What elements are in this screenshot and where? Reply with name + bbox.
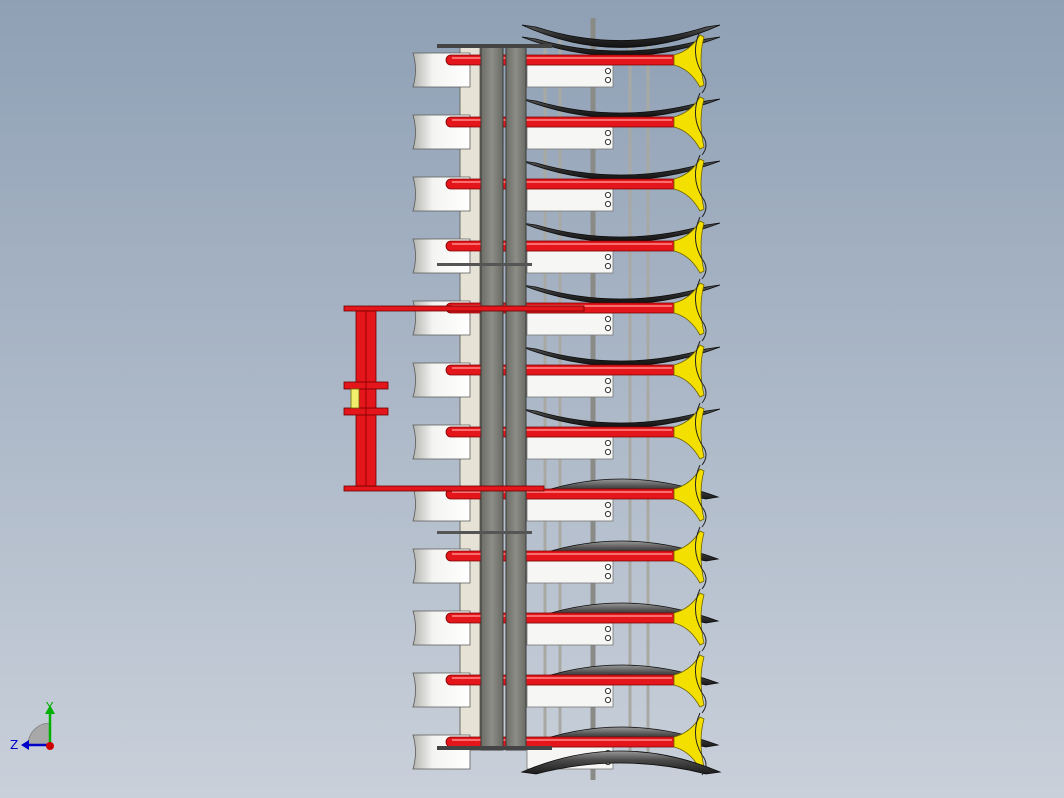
disc-blade: [521, 36, 721, 57]
disc-edge: [695, 30, 707, 94]
spring-tine: [673, 468, 705, 522]
bolt: [604, 563, 612, 571]
mid-bar-lower: [437, 531, 532, 534]
bolt: [604, 191, 612, 199]
disc-gang: [412, 464, 720, 528]
disc-gang: [412, 30, 721, 94]
disc-harrow-model[interactable]: [343, 18, 722, 780]
disc-edge: [695, 340, 707, 404]
arm-bracket: [526, 64, 614, 88]
disc-edge: [695, 650, 707, 714]
spring-tine: [673, 34, 705, 88]
disc-edge: [695, 402, 707, 466]
spring-tine: [673, 530, 705, 584]
arm-bracket: [526, 250, 614, 274]
disc-gangs: [412, 24, 722, 776]
disc-gang: [412, 216, 721, 280]
bolt: [604, 448, 612, 456]
disc-edge: [695, 154, 707, 218]
spring-tine: [673, 220, 705, 274]
disc-gang: [412, 526, 720, 590]
spring-tine: [673, 592, 705, 646]
disc-edge: [695, 464, 707, 528]
bolt: [604, 253, 612, 261]
y-axis-label: Y: [45, 700, 54, 714]
disc-blade: [521, 222, 721, 243]
top-bar: [437, 44, 552, 48]
disc-gang: [412, 340, 721, 404]
arm-bracket: [526, 436, 614, 460]
bolt: [604, 129, 612, 137]
disc-blade-top: [521, 24, 721, 48]
disc-blade: [521, 98, 721, 119]
disc-edge: [695, 526, 707, 590]
arm-bracket: [526, 622, 614, 646]
arm-bracket: [526, 312, 614, 336]
bolt: [604, 315, 612, 323]
disc-gang: [412, 650, 720, 714]
bottom-bar: [437, 746, 552, 750]
spring-tine: [673, 344, 705, 398]
bolt: [604, 625, 612, 633]
frame-tube-right: [505, 44, 527, 751]
spring-tine: [673, 158, 705, 212]
disc-blade: [521, 284, 721, 305]
x-axis-dot: [46, 742, 54, 750]
disc-blade: [521, 346, 721, 367]
bolt: [604, 634, 612, 642]
disc-gang: [412, 712, 720, 776]
spring-tine: [673, 716, 705, 770]
bolt: [604, 324, 612, 332]
disc-blade-bottom: [520, 750, 722, 775]
spring-tine: [673, 96, 705, 150]
bolt: [604, 687, 612, 695]
disc-edge: [695, 278, 707, 342]
spring-tine: [673, 406, 705, 460]
bolt: [604, 138, 612, 146]
frame-tube-left: [480, 44, 504, 751]
bolt: [604, 696, 612, 704]
coordinate-triad: Y Z: [10, 700, 55, 752]
bolt: [604, 572, 612, 580]
bolt: [604, 377, 612, 385]
bolt: [604, 386, 612, 394]
arm-bracket: [526, 560, 614, 584]
spring-tine: [673, 282, 705, 336]
z-axis-label: Z: [10, 738, 18, 752]
disc-blade: [521, 160, 721, 181]
hitch-frame[interactable]: [343, 305, 585, 492]
disc-gang: [412, 92, 721, 156]
arm-bracket: [526, 498, 614, 522]
bolt: [604, 510, 612, 518]
arm-bracket: [526, 126, 614, 150]
spring-tine: [673, 654, 705, 708]
bolt: [604, 501, 612, 509]
bolt: [604, 76, 612, 84]
arm-bracket: [526, 188, 614, 212]
disc-edge: [695, 588, 707, 652]
disc-gang: [412, 154, 721, 218]
disc-edge: [695, 216, 707, 280]
mid-bar-upper: [437, 263, 532, 266]
arm-bracket: [526, 374, 614, 398]
disc-gang: [412, 588, 720, 652]
hitch-pin: [350, 388, 360, 409]
disc-blade: [521, 408, 721, 429]
bolt: [604, 200, 612, 208]
bolt: [604, 67, 612, 75]
bolt: [604, 262, 612, 270]
disc-edge: [695, 92, 707, 156]
arm-bracket: [526, 684, 614, 708]
bolt: [604, 439, 612, 447]
